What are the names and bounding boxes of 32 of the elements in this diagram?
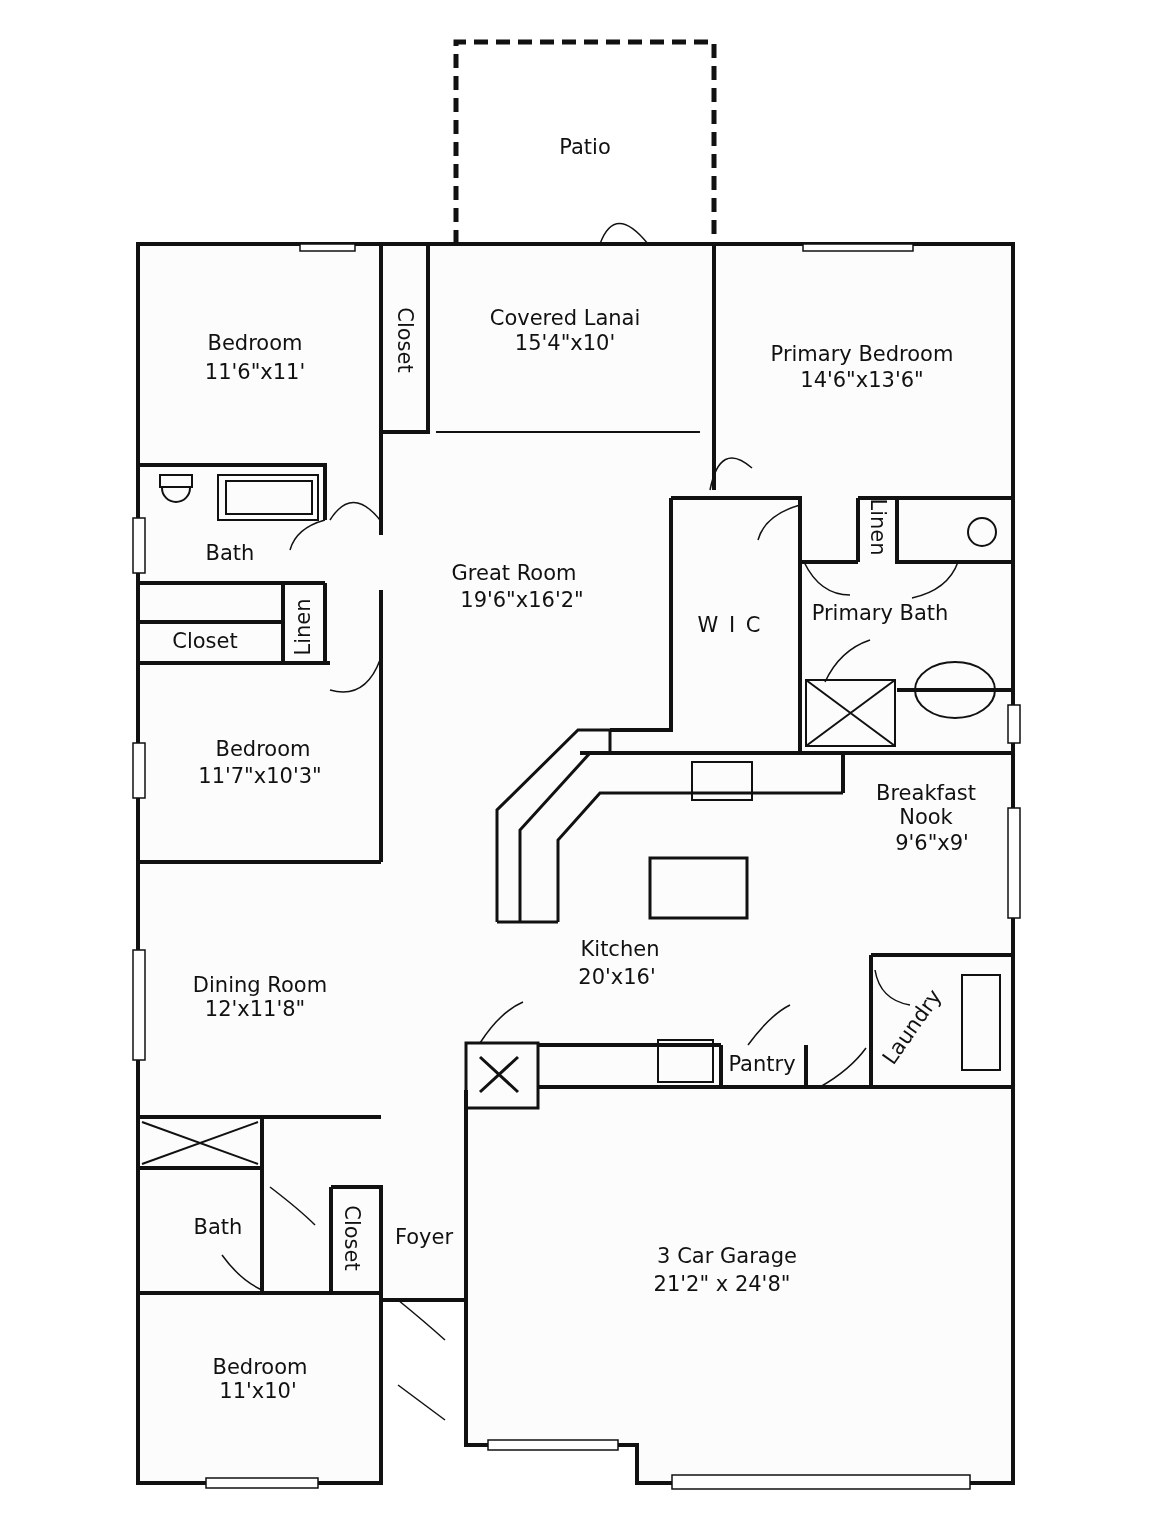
room-name: Dining Room: [192, 972, 328, 998]
room-name: Linen: [865, 498, 891, 556]
room-dimensions: 11'x10': [219, 1378, 297, 1404]
room-name: Breakfast Nook: [875, 780, 977, 830]
room-dimensions: 11'7"x10'3": [198, 763, 322, 789]
room-name: Covered Lanai: [489, 305, 641, 331]
room-name: Linen: [290, 598, 316, 656]
room-name: Foyer: [394, 1224, 454, 1250]
room-dimensions: 15'4"x10': [514, 330, 616, 356]
room-name: Kitchen: [580, 936, 660, 962]
room-name: Primary Bedroom: [770, 341, 954, 367]
room-name: Bedroom: [212, 1354, 308, 1380]
room-name: Primary Bath: [811, 600, 949, 626]
room-name: Closet: [339, 1205, 365, 1271]
room-dimensions: 21'2" x 24'8": [653, 1271, 791, 1297]
room-dimensions: 20'x16': [578, 964, 656, 990]
room-name: Pantry: [728, 1051, 796, 1077]
room-name: Bedroom: [207, 330, 303, 356]
room-name: W I C: [697, 612, 763, 638]
room-dimensions: 9'6"x9': [895, 830, 969, 856]
room-name: 3 Car Garage: [657, 1243, 797, 1269]
room-name: Patio: [559, 134, 611, 160]
room-name: Closet: [172, 628, 238, 654]
room-name: Bath: [193, 1214, 243, 1240]
room-name: Closet: [392, 307, 418, 373]
room-dimensions: 19'6"x16'2": [460, 587, 584, 613]
room-dimensions: 14'6"x13'6": [800, 367, 924, 393]
room-name: Bedroom: [215, 736, 311, 762]
room-name: Bath: [205, 540, 255, 566]
room-dimensions: 12'x11'8": [204, 996, 306, 1022]
room-name: Great Room: [451, 560, 577, 586]
room-dimensions: 11'6"x11': [204, 359, 306, 385]
